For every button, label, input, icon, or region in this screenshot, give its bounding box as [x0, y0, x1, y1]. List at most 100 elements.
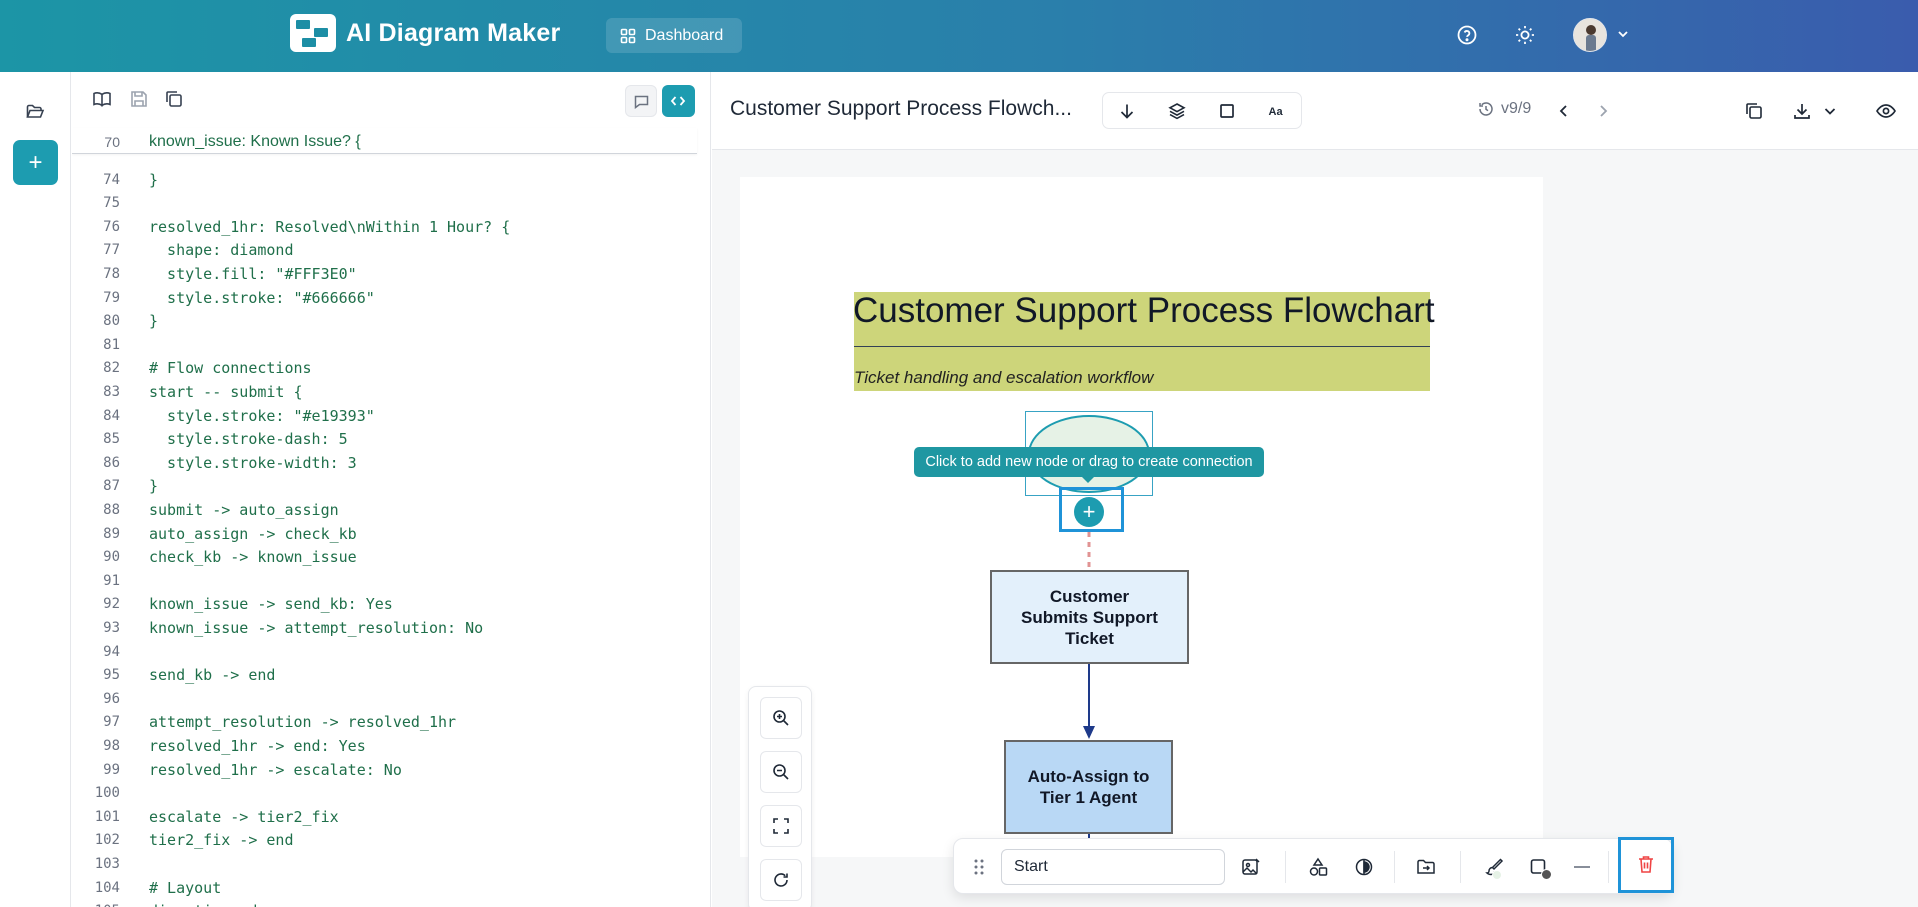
code-line[interactable]: 94	[72, 640, 711, 663]
code-line[interactable]: 102tier2_fix -> end	[72, 829, 711, 852]
app-title: AI Diagram Maker	[346, 19, 560, 48]
chevron-down-icon[interactable]	[1819, 100, 1841, 122]
line-number: 78	[72, 266, 120, 282]
line-number: 87	[72, 478, 120, 494]
image-edit-icon[interactable]	[1240, 856, 1262, 878]
code-line[interactable]: 84 style.stroke: "#e19393"	[72, 404, 711, 427]
delete-node-button[interactable]	[1618, 837, 1674, 893]
code-line[interactable]: 83start -- submit {	[72, 380, 711, 403]
code-text: resolved_1hr -> escalate: No	[149, 761, 402, 779]
help-circle-icon[interactable]	[1455, 23, 1479, 47]
code-text: auto_assign -> check_kb	[149, 525, 357, 543]
eye-icon[interactable]	[1875, 100, 1897, 122]
history-icon[interactable]	[1477, 100, 1495, 118]
save-icon[interactable]	[128, 88, 150, 110]
shapes-icon[interactable]	[1307, 856, 1329, 878]
document-title[interactable]: Customer Support Process Flowch...	[730, 97, 1072, 121]
code-line[interactable]: 95send_kb -> end	[72, 664, 711, 687]
plus-icon: +	[1083, 499, 1096, 525]
avatar[interactable]	[1573, 18, 1607, 52]
code-line[interactable]: 82# Flow connections	[72, 357, 711, 380]
reset-view-button[interactable]	[760, 859, 802, 901]
arrow-down-icon[interactable]	[1117, 101, 1137, 121]
chevron-right-icon[interactable]	[1592, 100, 1614, 122]
code-line[interactable]: 101escalate -> tier2_fix	[72, 805, 711, 828]
code-line[interactable]: 91	[72, 569, 711, 592]
code-line[interactable]: 87}	[72, 475, 711, 498]
layers-icon[interactable]	[1167, 101, 1187, 121]
contrast-icon[interactable]	[1353, 856, 1375, 878]
code-text: direction: down	[149, 902, 284, 907]
code-line[interactable]: 88submit -> auto_assign	[72, 498, 711, 521]
sun-icon[interactable]	[1513, 23, 1537, 47]
fit-view-button[interactable]	[760, 805, 802, 847]
download-icon[interactable]	[1791, 100, 1813, 122]
dashboard-button[interactable]: Dashboard	[606, 18, 742, 53]
copy-icon[interactable]	[163, 88, 185, 110]
dashed-connection[interactable]	[1085, 532, 1093, 570]
line-number: 100	[72, 785, 120, 801]
code-text: known_issue -> send_kb: Yes	[149, 595, 393, 613]
code-line[interactable]: 75	[72, 192, 711, 215]
zoom-out-button[interactable]	[760, 751, 802, 793]
line-number: 91	[72, 573, 120, 589]
zoom-in-button[interactable]	[760, 697, 802, 739]
code-line[interactable]: 100	[72, 782, 711, 805]
code-line[interactable]: 96	[72, 687, 711, 710]
title-underline	[854, 346, 1430, 347]
line-number: 105	[72, 903, 120, 907]
line-number: 85	[72, 431, 120, 447]
drag-handle-icon[interactable]	[972, 857, 986, 877]
code-line[interactable]: 103	[72, 852, 711, 875]
line-number: 97	[72, 714, 120, 730]
code-line[interactable]: 85 style.stroke-dash: 5	[72, 428, 711, 451]
node-submit-ticket[interactable]: Customer Submits Support Ticket	[990, 570, 1189, 664]
add-node-handle[interactable]: +	[1074, 497, 1104, 527]
brand[interactable]: AI Diagram Maker	[290, 13, 560, 53]
font-size-icon[interactable]: Aa	[1267, 101, 1287, 121]
code-line[interactable]: 92 known_issue -> send_kb: Yes	[72, 593, 711, 616]
book-open-icon[interactable]	[91, 88, 113, 110]
code-line[interactable]: 99resolved_1hr -> escalate: No	[72, 758, 711, 781]
code-line[interactable]: 78 style.fill: "#FFF3E0"	[72, 262, 711, 285]
line-number: 74	[72, 172, 120, 188]
folder-open-icon[interactable]	[25, 102, 45, 122]
line-number: 82	[72, 360, 120, 376]
square-icon[interactable]	[1217, 101, 1237, 121]
sticky-scroll-line[interactable]: 70 known_issue: Known Issue? {	[72, 128, 697, 154]
code-text: style.stroke: "#e19393"	[149, 407, 375, 425]
line-number: 92	[72, 596, 120, 612]
line-number: 95	[72, 667, 120, 683]
code-view-toggle[interactable]	[662, 85, 695, 117]
folder-input-icon[interactable]	[1415, 856, 1437, 878]
zoom-out-icon	[771, 762, 791, 782]
duplicate-icon[interactable]	[1743, 100, 1765, 122]
app-header: AI Diagram Maker Dashboard	[0, 0, 1918, 72]
code-line[interactable]: 90check_kb -> known_issue	[72, 546, 711, 569]
connection-arrow[interactable]	[1081, 664, 1097, 740]
code-line[interactable]: 86 style.stroke-width: 3	[72, 451, 711, 474]
code-line[interactable]: 79 style.stroke: "#666666"	[72, 286, 711, 309]
code-line[interactable]: 80}	[72, 310, 711, 333]
chat-view-toggle[interactable]	[625, 85, 657, 117]
code-line[interactable]: 105 direction: down	[72, 900, 711, 907]
code-line[interactable]: 97attempt_resolution -> resolved_1hr	[72, 711, 711, 734]
code-text: }	[149, 477, 158, 495]
chevron-left-icon[interactable]	[1553, 100, 1575, 122]
code-line[interactable]: 81	[72, 333, 711, 356]
new-diagram-button[interactable]: +	[13, 140, 58, 185]
code-text: escalate -> tier2_fix	[149, 808, 339, 826]
code-line[interactable]: 89auto_assign -> check_kb	[72, 522, 711, 545]
node-auto-assign[interactable]: Auto-Assign to Tier 1 Agent	[1004, 740, 1173, 834]
code-text: start -- submit {	[149, 383, 303, 401]
code-line[interactable]: 98resolved_1hr -> end: Yes	[72, 734, 711, 757]
code-line[interactable]: 93known_issue -> attempt_resolution: No	[72, 616, 711, 639]
line-number: 88	[72, 502, 120, 518]
code-line[interactable]: 77 shape: diamond	[72, 239, 711, 262]
code-line[interactable]: 104# Layout	[72, 876, 711, 899]
minus-icon[interactable]	[1571, 856, 1593, 878]
chevron-down-icon[interactable]	[1616, 27, 1630, 41]
node-label-input[interactable]	[1001, 849, 1225, 885]
code-line[interactable]: 74}	[72, 168, 711, 191]
code-line[interactable]: 76resolved_1hr: Resolved\nWithin 1 Hour?…	[72, 215, 711, 238]
